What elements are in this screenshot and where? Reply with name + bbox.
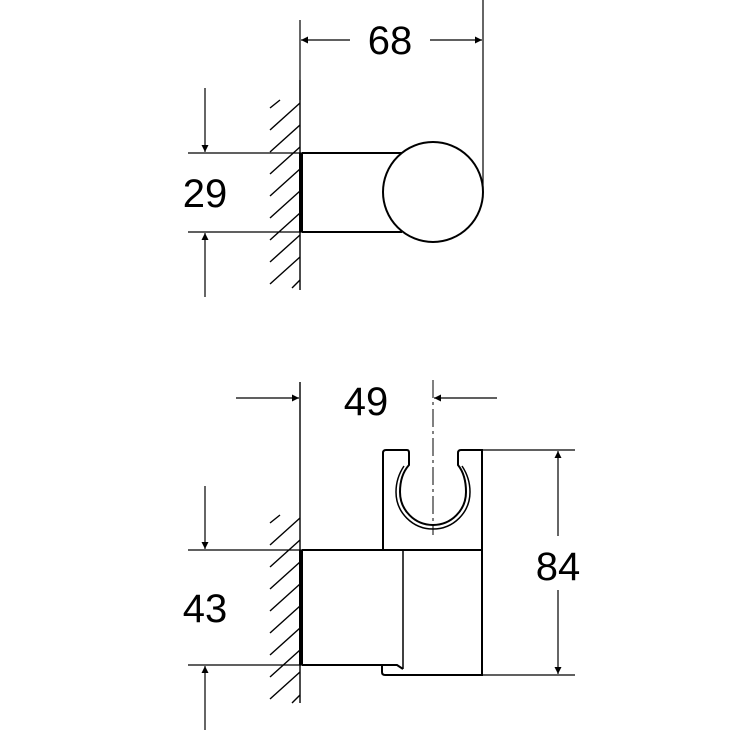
wall-hatch-side <box>269 382 301 704</box>
dimension-29 <box>188 88 302 297</box>
dimension-label-49: 49 <box>344 380 389 424</box>
dimension-68 <box>299 0 484 190</box>
holder-cradle <box>382 380 483 550</box>
wall-hatch-top <box>269 80 301 290</box>
side-view: 49 43 84 <box>183 380 581 730</box>
top-view: 68 29 <box>183 0 484 297</box>
dimension-label-84: 84 <box>536 545 581 589</box>
dimension-label-68: 68 <box>368 19 413 63</box>
holder-body-side <box>302 549 483 676</box>
wall-plate-top <box>299 153 303 232</box>
holder-body-top <box>302 141 484 243</box>
dimension-84 <box>482 449 575 676</box>
dimension-label-29: 29 <box>183 172 228 216</box>
dimension-label-43: 43 <box>183 587 228 631</box>
dimension-43 <box>188 486 302 730</box>
wall-plate-side <box>299 550 303 665</box>
